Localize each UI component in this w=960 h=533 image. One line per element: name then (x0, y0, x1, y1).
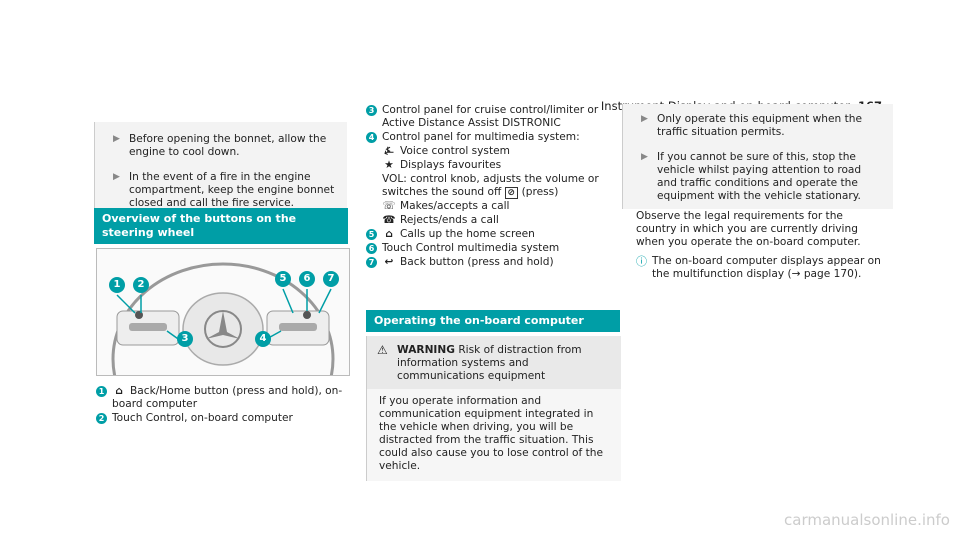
list-item: Only operate this equipment when the tra… (637, 113, 883, 139)
section-heading-operating: Operating the on-board computer (366, 310, 620, 332)
section-heading-overview: Overview of the buttons on the steering … (94, 208, 348, 244)
steering-wheel-diagram: 1 2 3 4 5 6 7 (96, 248, 350, 456)
item-text: Makes/accepts a call (400, 200, 510, 212)
sub-item: ☏ Makes/accepts a call (366, 200, 618, 213)
item-text: Displays favourites (400, 159, 502, 171)
list-item: 5 ⌂ Calls up the home screen (366, 228, 618, 241)
info-icon: ⓘ (636, 255, 647, 268)
middle-legend-list: 3 Control panel for cruise control/limit… (366, 104, 618, 270)
list-item: 7 ↩ Back button (press and hold) (366, 256, 618, 269)
item-text: (press) (521, 186, 559, 198)
list-item: 3 Control panel for cruise control/limit… (366, 104, 618, 130)
voice-control-icon: ⍼ (384, 145, 394, 157)
list-item: 2 Touch Control, on-board computer (96, 412, 346, 425)
item-text: Rejects/ends a call (400, 214, 499, 226)
list-item: Before opening the bonnet, allow the eng… (109, 133, 337, 159)
info-note: ⓘ The on-board computer displays appear … (636, 255, 892, 281)
left-legend-list: 1 ⌂Back/Home button (press and hold), on… (96, 385, 346, 426)
callout-4: 4 (255, 331, 271, 347)
warning-head-text: Risk of distraction from information sys… (397, 344, 582, 382)
item-text: Control panel for cruise control/limiter… (382, 104, 599, 129)
phone-accept-icon: ☏ (382, 200, 396, 212)
callout-6: 6 (299, 271, 315, 287)
callout-7: 7 (323, 271, 339, 287)
callout-2: 2 (133, 277, 149, 293)
item-number: 5 (366, 229, 377, 240)
list-item: If you cannot be sure of this, stop the … (637, 151, 883, 203)
back-icon: ↩ (384, 256, 394, 268)
item-text: Voice control system (400, 145, 510, 157)
item-text: Control panel for multimedia system: (382, 131, 580, 143)
item-text: Back/Home button (press and hold), on-bo… (112, 385, 343, 410)
phone-reject-icon: ☎ (382, 214, 396, 226)
warning-label: WARNING (397, 344, 455, 356)
warning-header: ⚠ WARNING Risk of distraction from infor… (367, 336, 621, 389)
item-number: 1 (96, 386, 107, 397)
home-icon: ⌂ (385, 228, 393, 240)
steering-wheel-illustration (111, 262, 335, 456)
callout-3: 3 (177, 331, 193, 347)
info-text: The on-board computer displays appear on… (652, 255, 881, 280)
list-item: 6 Touch Control multimedia system (366, 242, 618, 255)
list-item: 4 Control panel for multimedia system: (366, 131, 618, 144)
sub-item: VOL: control knob, adjusts the volume or… (366, 173, 618, 199)
item-text: VOL: control knob, adjusts the volume or… (382, 173, 599, 198)
sub-item: ☎ Rejects/ends a call (366, 214, 618, 227)
item-number: 7 (366, 257, 377, 268)
list-item: 1 ⌂Back/Home button (press and hold), on… (96, 385, 346, 411)
item-text: Calls up the home screen (400, 228, 535, 240)
warning-body: If you operate information and communica… (367, 389, 621, 481)
mute-icon: ⊘ (504, 187, 518, 199)
warning-box: ⚠ WARNING Risk of distraction from infor… (366, 336, 621, 481)
callout-1: 1 (109, 277, 125, 293)
right-note-box: Only operate this equipment when the tra… (622, 104, 893, 209)
home-back-icon: ⌂ (115, 385, 123, 397)
warning-triangle-icon: ⚠ (377, 343, 388, 357)
favourite-star-icon: ★ (384, 159, 394, 171)
watermark: carmanualsonline.info (784, 511, 950, 529)
item-text: Back button (press and hold) (400, 256, 554, 268)
sub-item: ★ Displays favourites (366, 159, 618, 172)
list-item: In the event of a fire in the engine com… (109, 171, 337, 210)
item-number: 3 (366, 105, 377, 116)
callout-5: 5 (275, 271, 291, 287)
item-text: Touch Control multimedia system (382, 242, 560, 254)
item-text: Touch Control, on-board computer (112, 412, 293, 424)
sub-item: ⍼ Voice control system (366, 145, 618, 158)
item-number: 6 (366, 243, 377, 254)
item-number: 2 (96, 413, 107, 424)
left-note-box: Before opening the bonnet, allow the eng… (94, 122, 347, 220)
right-text: Observe the legal requirements for the c… (636, 210, 861, 248)
item-number: 4 (366, 132, 377, 143)
